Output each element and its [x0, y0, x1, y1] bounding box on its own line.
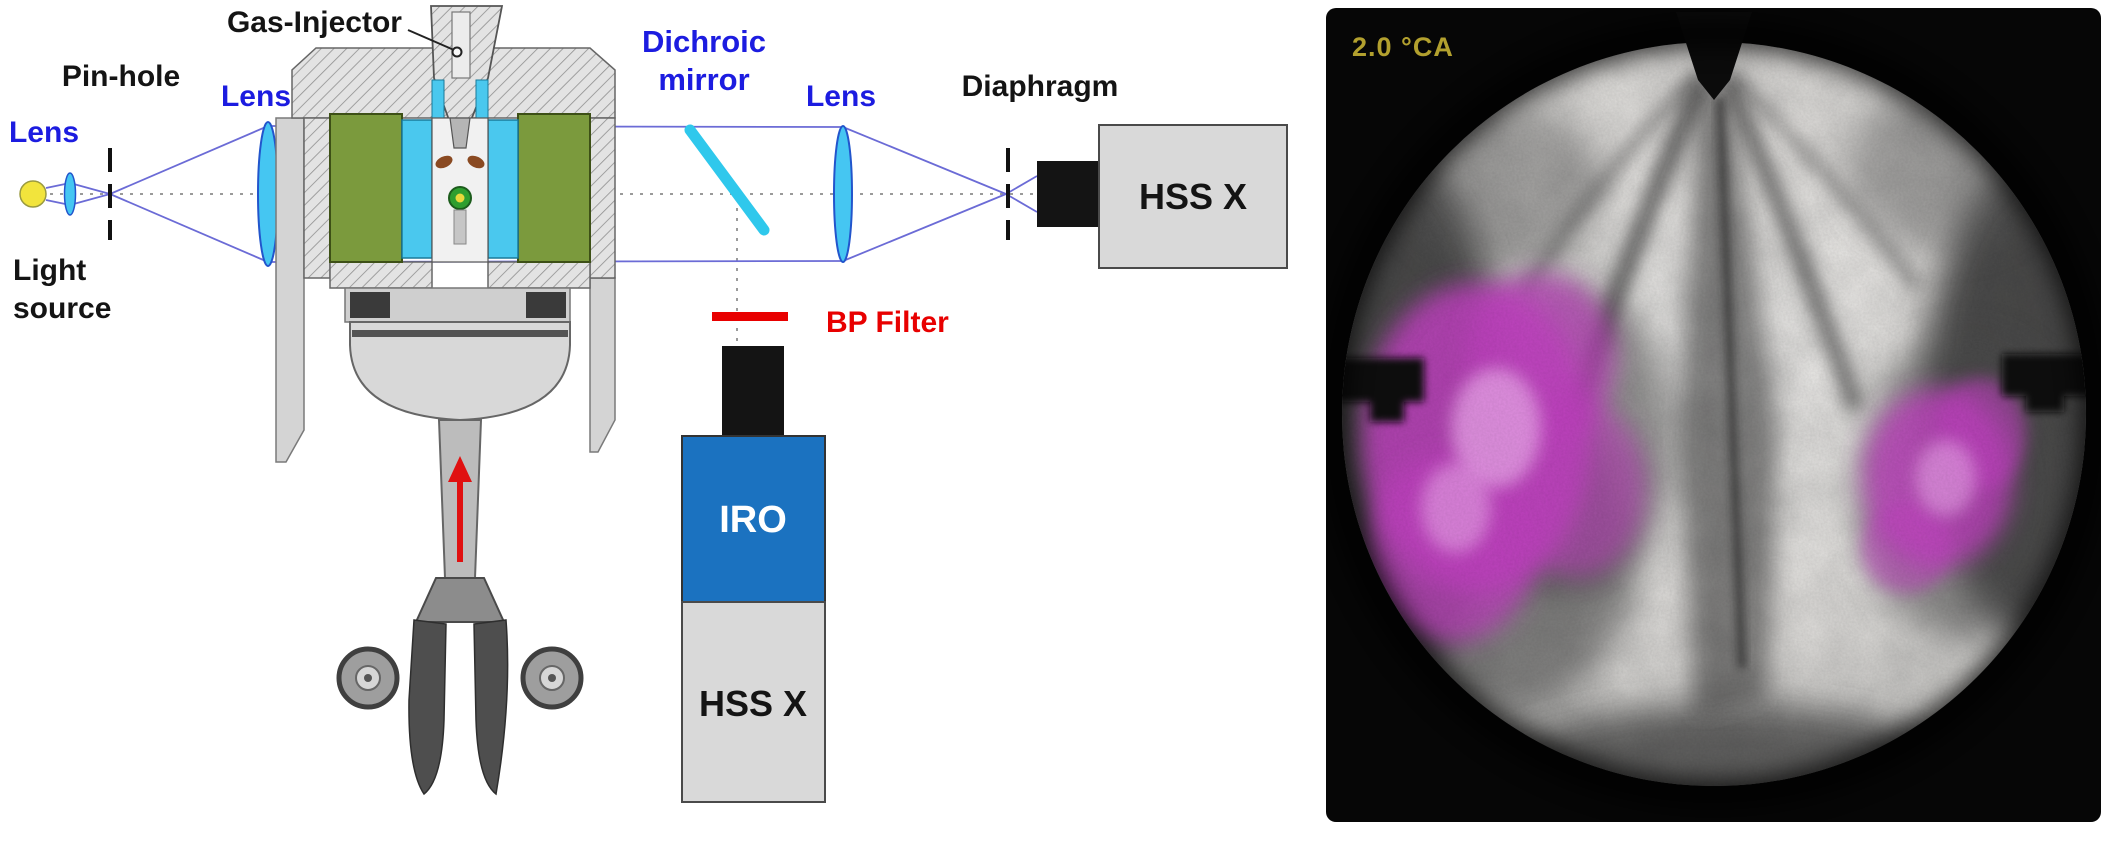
bp-filter-icon: [712, 312, 788, 321]
iro-camera-body: [681, 435, 826, 603]
light-source-label-line2: source: [13, 292, 111, 325]
optical-setup-diagram: HSS X IRO HSS X Gas-Injector Pin-hole Le…: [9, 5, 1288, 803]
head-ring-left: [329, 113, 403, 263]
gas-injector-slot: [451, 11, 471, 79]
engine-right-wall: [589, 277, 616, 453]
bp-filter-label: BP Filter: [826, 306, 949, 339]
collimating-lens-icon: [257, 121, 279, 267]
grain-texture: [1342, 42, 2086, 786]
hss-side-camera-label: HSS X: [1139, 176, 1247, 217]
head-column-right: [589, 117, 616, 279]
light-source-label-line1: Light: [13, 254, 86, 287]
motion-arrow-head: [448, 456, 472, 482]
piston-dome-band: [352, 330, 568, 337]
injector-sleeve-right: [475, 79, 489, 121]
flame-kernel-core: [455, 193, 465, 203]
diaphragm-label: Diaphragm: [962, 70, 1119, 103]
crank-yoke: [414, 577, 506, 623]
quartz-window-left: [401, 119, 433, 259]
hss-side-camera-lens: [1037, 161, 1099, 227]
crank-bearing-left-hole: [364, 674, 372, 682]
pin-hole-label: Pin-hole: [62, 60, 180, 93]
piston-ring-left: [350, 292, 390, 318]
crank-bearing-right-hole: [548, 674, 556, 682]
head-column-left: [303, 117, 331, 279]
head-ledge-right: [487, 261, 591, 289]
crank-prong-left: [408, 619, 447, 796]
combustion-photo: 2.0 °CA: [1326, 8, 2101, 822]
quartz-window-right: [487, 119, 519, 259]
crank-prong-right: [473, 619, 509, 796]
injector-sleeve-left: [431, 79, 445, 121]
iro-camera-label: IRO: [719, 499, 787, 541]
injector-tip: [449, 117, 471, 149]
gas-injector-leader-dot: [451, 46, 463, 58]
head-ring-right: [517, 113, 591, 263]
lens-imaging-label: Lens: [806, 80, 876, 113]
piston-ring-right: [526, 292, 566, 318]
light-source-icon: [19, 180, 47, 208]
engine-left-wall: [275, 117, 305, 463]
iro-camera-lens: [722, 346, 784, 436]
lens-condenser-label: Lens: [9, 116, 79, 149]
hss-bottom-camera-body: [681, 601, 826, 803]
spray-plume-right: [467, 155, 485, 169]
dichroic-mirror-label-line1: Dichroic: [642, 24, 766, 59]
dichroic-mirror-label-line2: mirror: [658, 62, 749, 97]
spray-plume-left: [435, 155, 453, 169]
head-ledge-left: [329, 261, 433, 289]
window-rim-shadow: [1326, 19, 2101, 809]
crank-angle-timestamp: 2.0 °CA: [1352, 32, 1454, 62]
dichroic-mirror-icon: [684, 124, 770, 236]
gas-injector-leader: [407, 29, 455, 51]
imaging-lens-icon: [833, 125, 853, 263]
condenser-lens-icon: [63, 172, 77, 216]
gas-injector-label: Gas-Injector: [227, 6, 402, 39]
optical-engine-cross-section: [275, 5, 616, 796]
lens-collimator-label: Lens: [221, 80, 291, 113]
chamber-stem: [453, 209, 467, 245]
hss-side-camera-body: [1098, 124, 1288, 269]
hss-bottom-camera-label: HSS X: [699, 683, 807, 724]
